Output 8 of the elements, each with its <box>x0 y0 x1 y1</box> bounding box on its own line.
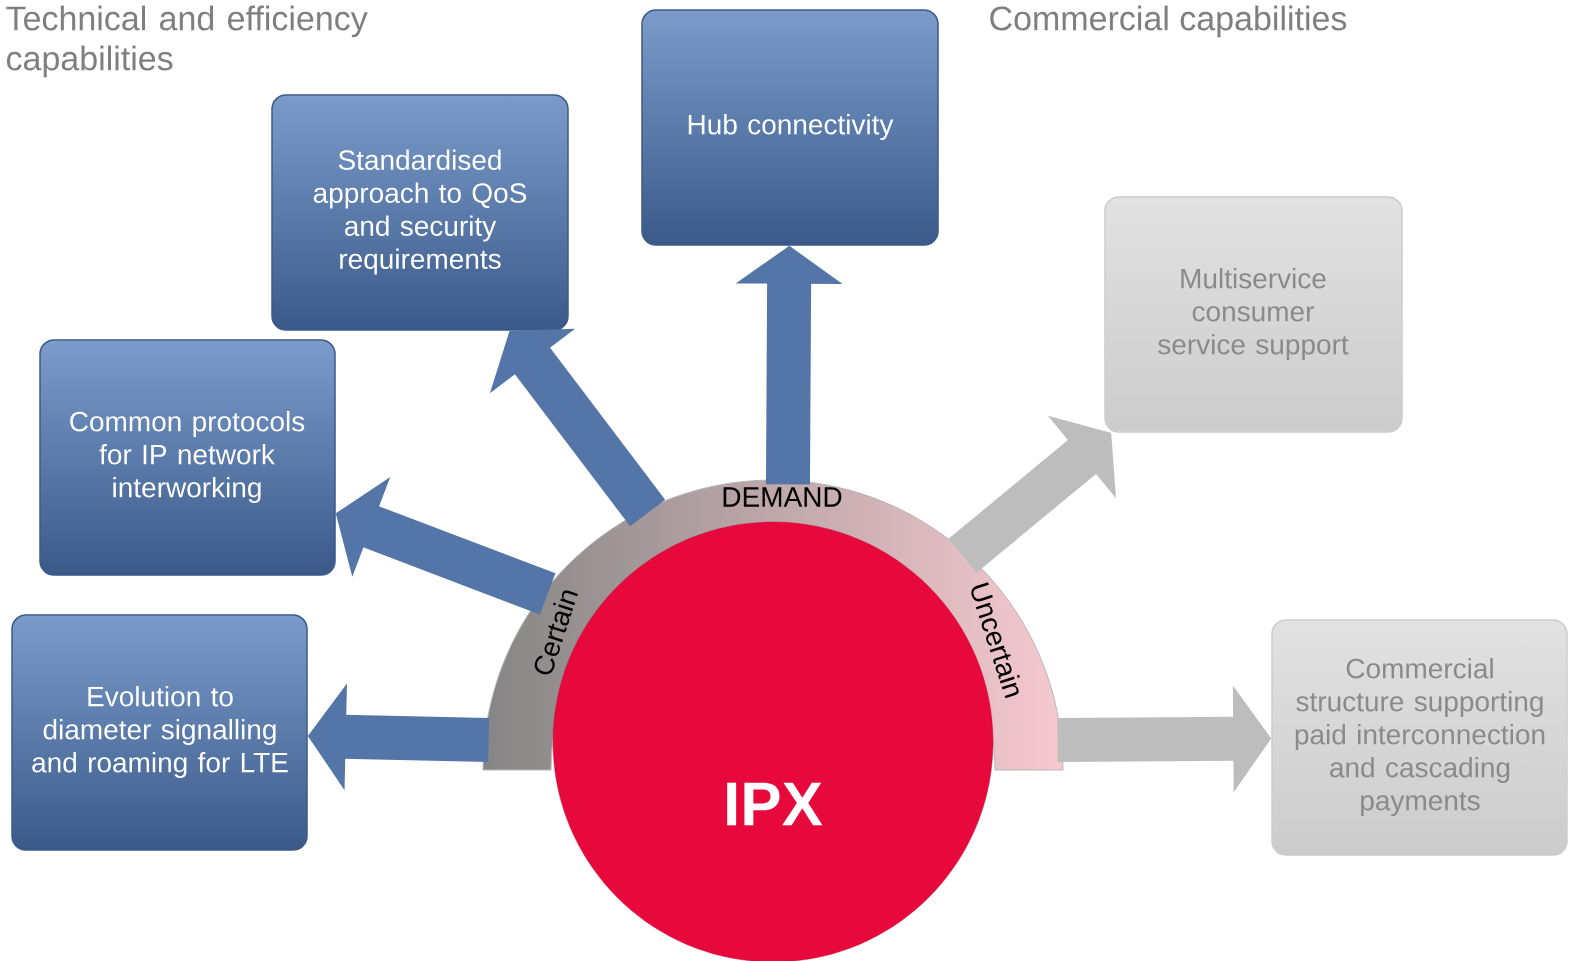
process-box: Commercial structure supporting paid interconnection and cascading payments <box>1271 619 1568 856</box>
process-box: Multiservice consumer service support <box>1104 196 1403 433</box>
process-box: Common protocols for IP network interworking <box>39 339 336 576</box>
process-box: Standardised approach to QoS and security requirements <box>271 94 569 331</box>
heading: Technical and efficiency capabilities <box>6 5 368 78</box>
heading: Commercial capabilities <box>990 5 1347 38</box>
process-box: Hub connectivity <box>641 9 939 246</box>
process-box: Evolution to diameter signalling and roaming for LTE <box>11 614 308 851</box>
